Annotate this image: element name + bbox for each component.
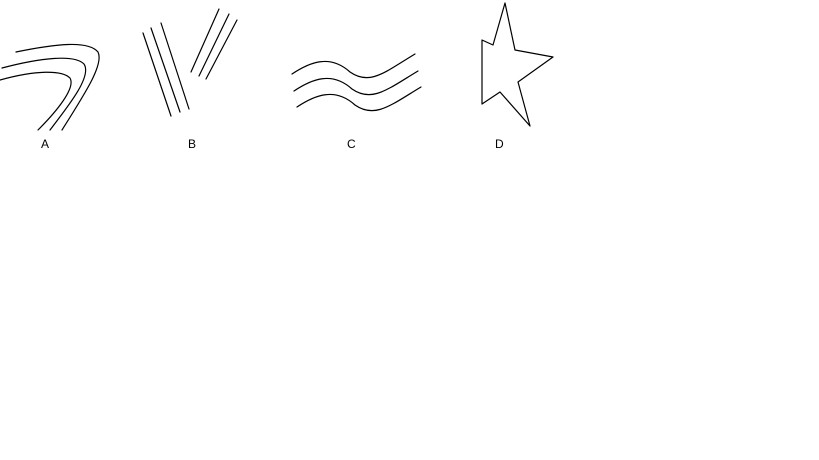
figure-b-line-right-2 [198, 13, 230, 77]
figure-c-wave-bottom [296, 86, 422, 112]
figure-b-line-left-3 [160, 22, 190, 110]
figure-a-curve-inner [0, 71, 72, 131]
figure-c-wave-middle [293, 70, 419, 96]
figure-c: C [291, 53, 422, 151]
figure-d: D [481, 2, 554, 151]
figure-a-curve-middle [1, 57, 87, 131]
figure-b-label: B [188, 137, 196, 151]
figure-d-label: D [495, 137, 504, 151]
figure-a-curve-outer [15, 43, 100, 131]
figure-c-label: C [347, 137, 356, 151]
figure-b-line-right-3 [205, 19, 238, 80]
figure-a: A [0, 43, 100, 151]
figure-b-line-right-1 [190, 8, 220, 73]
figure-b-line-left-1 [142, 32, 172, 117]
figure-b: B [142, 8, 238, 151]
figure-d-star [481, 2, 554, 127]
figure-b-line-left-2 [150, 27, 181, 113]
figure-c-wave-top [291, 53, 416, 79]
figure-a-label: A [41, 137, 49, 151]
